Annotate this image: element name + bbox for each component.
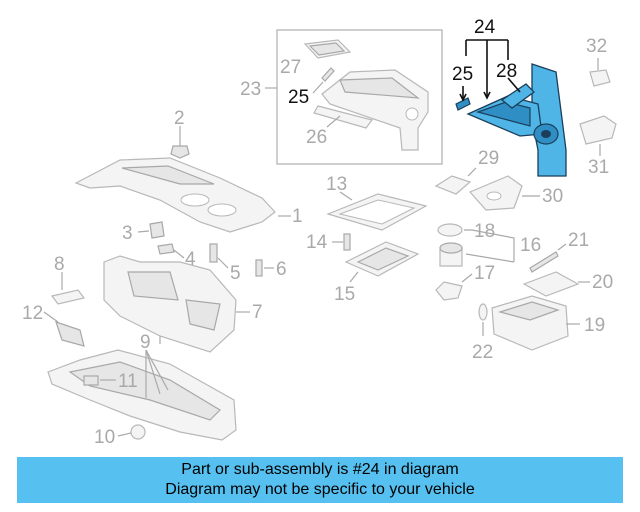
part-2-screw [170, 126, 190, 159]
callout-15: 15 [334, 284, 355, 305]
part-21-rod [529, 243, 567, 273]
banner-line-part: Part or sub-assembly is #24 in diagram [181, 461, 459, 478]
callout-25: 25 [452, 64, 473, 85]
callout-31: 31 [588, 157, 609, 178]
callout-7: 7 [252, 302, 263, 323]
info-banner: Part or sub-assembly is #24 in diagram D… [17, 457, 623, 503]
part-5-bolt [209, 243, 229, 269]
callout-18: 18 [474, 221, 495, 242]
part-23-armrest [321, 69, 429, 151]
part-29-cover [434, 167, 477, 195]
callout-24-leaders [459, 39, 521, 102]
inset-box-23 [265, 29, 443, 165]
callout-19: 19 [584, 315, 605, 336]
callout-2: 2 [174, 108, 185, 129]
callout-24: 24 [474, 17, 496, 38]
part-31-hinge [579, 115, 617, 156]
callout-17: 17 [474, 263, 495, 284]
part-14-clip [332, 233, 351, 251]
callout-32: 32 [586, 36, 607, 57]
callout-21: 21 [568, 230, 589, 251]
part-19-bin [491, 295, 580, 351]
part-12-bracket [43, 311, 85, 347]
callout-3: 3 [122, 223, 133, 244]
part-30-bracket [468, 175, 540, 211]
callout-14: 14 [306, 232, 328, 253]
part-32-grommet [589, 58, 611, 87]
callout-28: 28 [496, 61, 517, 82]
callout-26: 26 [306, 127, 327, 148]
callout-20: 20 [592, 272, 613, 293]
callout-22: 22 [472, 342, 493, 363]
callout-1: 1 [292, 206, 303, 227]
part-1-panel [74, 157, 291, 233]
callout-13: 13 [326, 174, 347, 195]
part-15-tray [344, 241, 420, 283]
part-17-cup-holder [435, 273, 473, 301]
callout-16: 16 [520, 235, 541, 256]
part-10-plug [117, 424, 146, 440]
callout-12: 12 [22, 303, 43, 324]
part-25-pin-inset [312, 67, 335, 94]
part-6-bolt [255, 259, 274, 277]
part-22-insert [478, 303, 488, 336]
callout-4: 4 [185, 249, 196, 270]
callout-9: 9 [140, 332, 151, 353]
part-9-console-body [47, 349, 237, 441]
part-18-cup-holder [437, 223, 515, 267]
part-20-mat [522, 271, 590, 297]
part-4-bracket [157, 243, 185, 259]
callout-8: 8 [54, 254, 65, 275]
part-27-tray [303, 39, 352, 59]
part-13-frame [326, 191, 428, 231]
callout-10: 10 [94, 427, 115, 448]
callout-6: 6 [276, 259, 287, 280]
callout-25-inset: 25 [288, 87, 309, 108]
callout-11: 11 [118, 371, 138, 392]
callout-27: 27 [280, 57, 301, 78]
part-8-cover [50, 272, 86, 305]
callout-23: 23 [240, 79, 261, 100]
part-11-switch [83, 375, 116, 386]
part-25-pin [455, 97, 471, 111]
part-3-clip [137, 221, 165, 239]
part-7-frame [103, 255, 250, 353]
callout-5: 5 [230, 263, 241, 284]
banner-line-disclaimer: Diagram may not be specific to your vehi… [165, 481, 475, 498]
callout-30: 30 [542, 186, 563, 207]
part-26-trim [313, 105, 374, 129]
callout-29: 29 [478, 148, 499, 169]
part-24-armrest-assembly [466, 63, 567, 177]
parts-diagram: 1 2 3 4 5 6 7 8 9 10 11 12 13 14 15 16 1… [22, 17, 617, 448]
